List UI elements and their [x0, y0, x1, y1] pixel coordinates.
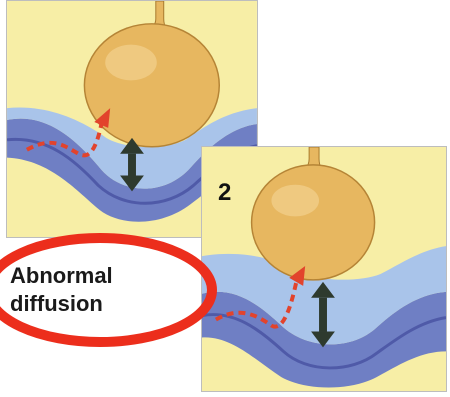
caption: Abnormal diffusion: [10, 262, 113, 318]
panel-2: 2: [201, 146, 447, 392]
vesicle-icon-2: [252, 165, 375, 280]
vesicle-icon: [84, 24, 219, 147]
panel-2-number: 2: [218, 179, 231, 207]
caption-line-1: Abnormal: [10, 263, 113, 288]
synapse-illustration-2: [202, 147, 446, 391]
caption-line-2: diffusion: [10, 291, 103, 316]
